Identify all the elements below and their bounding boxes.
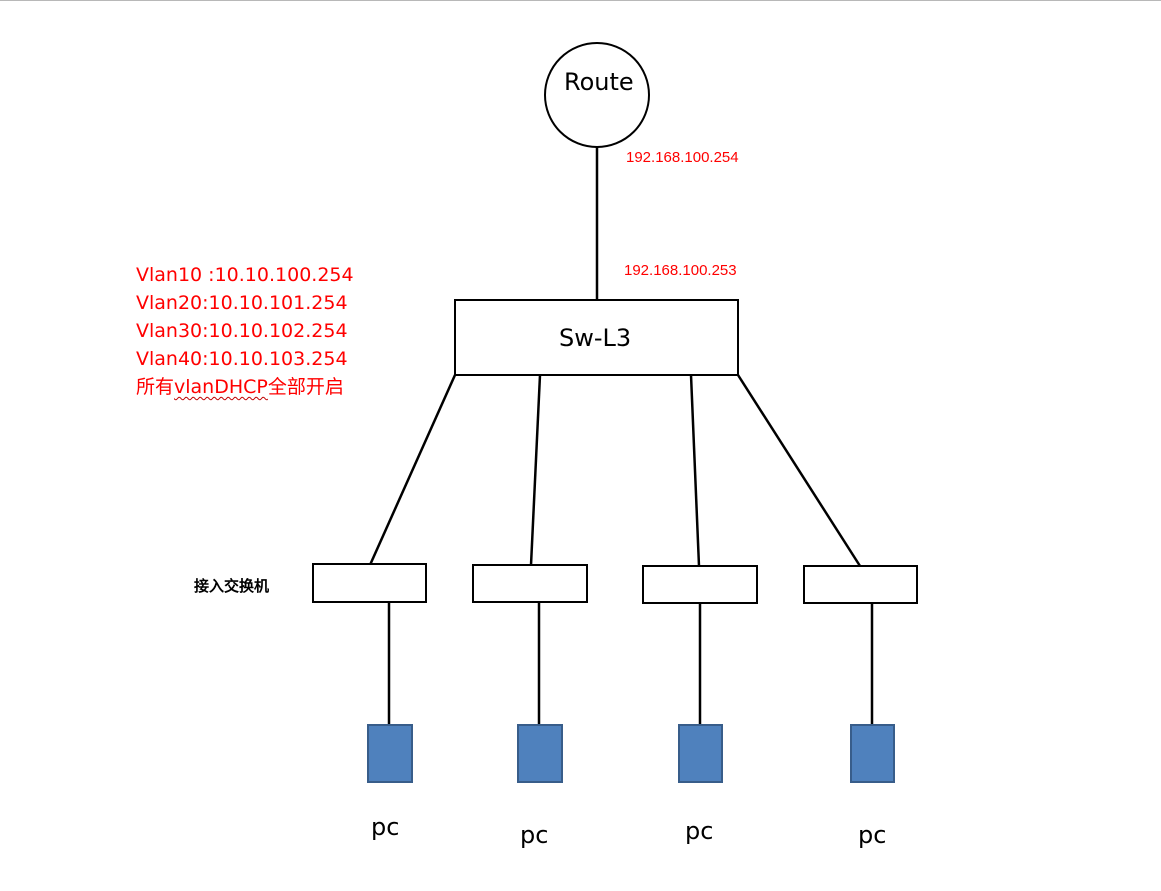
pc-node-3 — [678, 724, 723, 783]
pc-node-1 — [367, 724, 413, 783]
access-switch-1 — [312, 563, 427, 603]
dhcp-note-prefix: 所有 — [136, 376, 175, 398]
vlan20-line: Vlan20:10.10.101.254 — [136, 292, 348, 314]
page-top-border — [0, 0, 1161, 1]
router-wan-ip: 192.168.100.254 — [626, 149, 739, 166]
access-switch-2 — [472, 564, 588, 603]
vlan40-line: Vlan40:10.10.103.254 — [136, 348, 348, 370]
pc-label-3: pc — [685, 817, 714, 845]
core-access-link-3 — [689, 374, 701, 567]
pc-node-4 — [850, 724, 895, 783]
access-switch-label: 接入交换机 — [194, 577, 270, 595]
pc-node-2 — [517, 724, 563, 783]
dhcp-note-keyword: vlanDHCP — [174, 376, 268, 398]
core-access-link-1 — [368, 374, 457, 566]
vlan30-line: Vlan30:10.10.102.254 — [136, 320, 348, 342]
vlan10-line: Vlan10 :10.10.100.254 — [136, 264, 354, 286]
core-access-link-4 — [736, 374, 862, 567]
dhcp-note-suffix: 全部开启 — [267, 376, 344, 398]
core-switch-label: Sw-L3 — [559, 324, 632, 352]
pc-label-2: pc — [520, 821, 549, 849]
core-switch-node — [454, 299, 739, 376]
router-label: Route — [564, 68, 634, 96]
pc-label-1: pc — [371, 813, 400, 841]
core-uplink-ip: 192.168.100.253 — [624, 262, 737, 279]
pc-label-4: pc — [858, 821, 887, 849]
dhcp-note: 所有vlanDHCP全部开启 — [136, 373, 354, 401]
access-switch-3 — [642, 565, 758, 604]
core-access-link-2 — [529, 374, 542, 566]
access-switch-4 — [803, 565, 918, 604]
vlan-annotation: Vlan10 :10.10.100.254 Vlan20:10.10.101.2… — [136, 261, 354, 401]
